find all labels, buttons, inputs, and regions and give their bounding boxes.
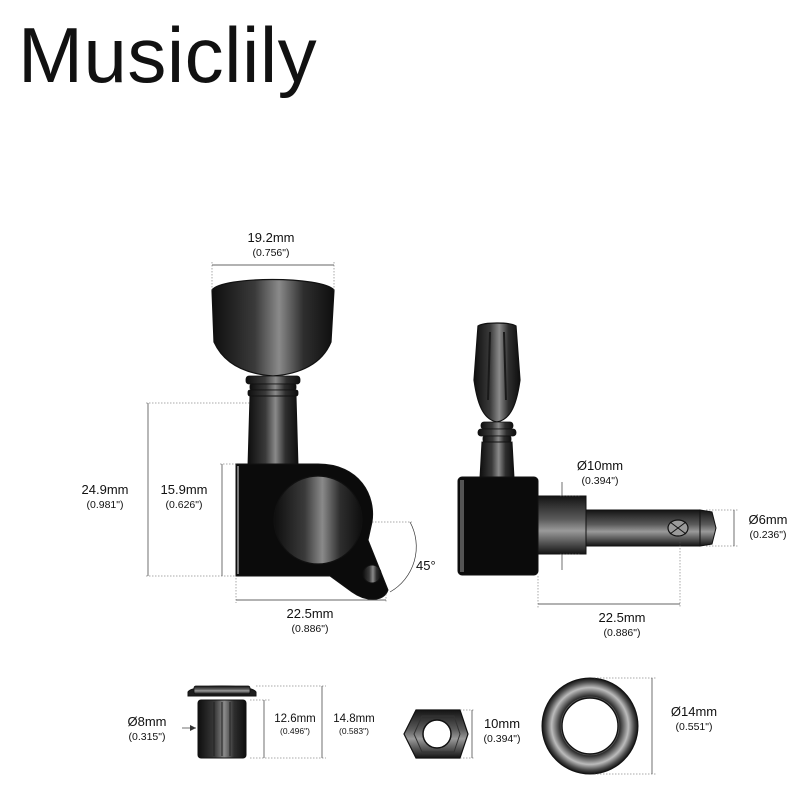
label-total-height-in: (0.981") [87,499,124,511]
gear-cover [273,475,363,565]
ferrule-part [187,685,257,759]
label-ferrule-h1-mm: 12.6mm [274,713,316,725]
label-housing-width-mm: 22.5mm [287,606,334,621]
washer-part [541,677,639,775]
label-button-width-in: (0.756") [253,247,290,259]
label-post-length-in: (0.886") [604,627,641,639]
hex-nut-part [403,709,469,759]
label-ferrule-h2-in: (0.583") [339,726,369,736]
front-view-dimensions [146,262,417,603]
label-housing-height-mm: 15.9mm [161,482,208,497]
label-total-height-mm: 24.9mm [82,482,129,497]
label-bushing-dia-mm: Ø10mm [577,458,623,473]
label-nut-size-mm: 10mm [484,716,520,731]
bushing [537,495,587,555]
brand-logo-text: Musiclily [18,11,318,99]
side-housing [457,476,539,576]
dimension-labels: 19.2mm (0.756") 24.9mm (0.981") 15.9mm (… [82,230,788,745]
ferrule-dimensions [182,685,326,759]
front-view-tuner [211,278,389,600]
label-post-length-mm: 22.5mm [599,610,646,625]
label-post-dia-in: (0.236") [750,529,787,541]
label-button-width-mm: 19.2mm [248,230,295,245]
label-housing-width-in: (0.886") [292,623,329,635]
label-angle: 45° [416,558,436,573]
label-housing-height-in: (0.626") [166,499,203,511]
washer-dimensions [594,677,656,775]
label-ferrule-h1-in: (0.496") [280,726,310,736]
label-ferrule-h2-mm: 14.8mm [333,713,375,725]
label-washer-dia-in: (0.551") [676,721,713,733]
label-washer-dia-mm: Ø14mm [671,704,717,719]
label-ferrule-dia-in: (0.315") [129,731,166,743]
label-post-dia-mm: Ø6mm [749,512,788,527]
label-bushing-dia-in: (0.394") [582,475,619,487]
hex-nut-dimensions [460,709,474,759]
tuner-button [211,278,335,377]
label-ferrule-dia-mm: Ø8mm [128,714,167,729]
mounting-hole [362,564,382,584]
side-view-dimensions [537,482,738,608]
side-button [473,322,521,423]
side-view-tuner [457,322,717,576]
label-nut-size-in: (0.394") [484,733,521,745]
